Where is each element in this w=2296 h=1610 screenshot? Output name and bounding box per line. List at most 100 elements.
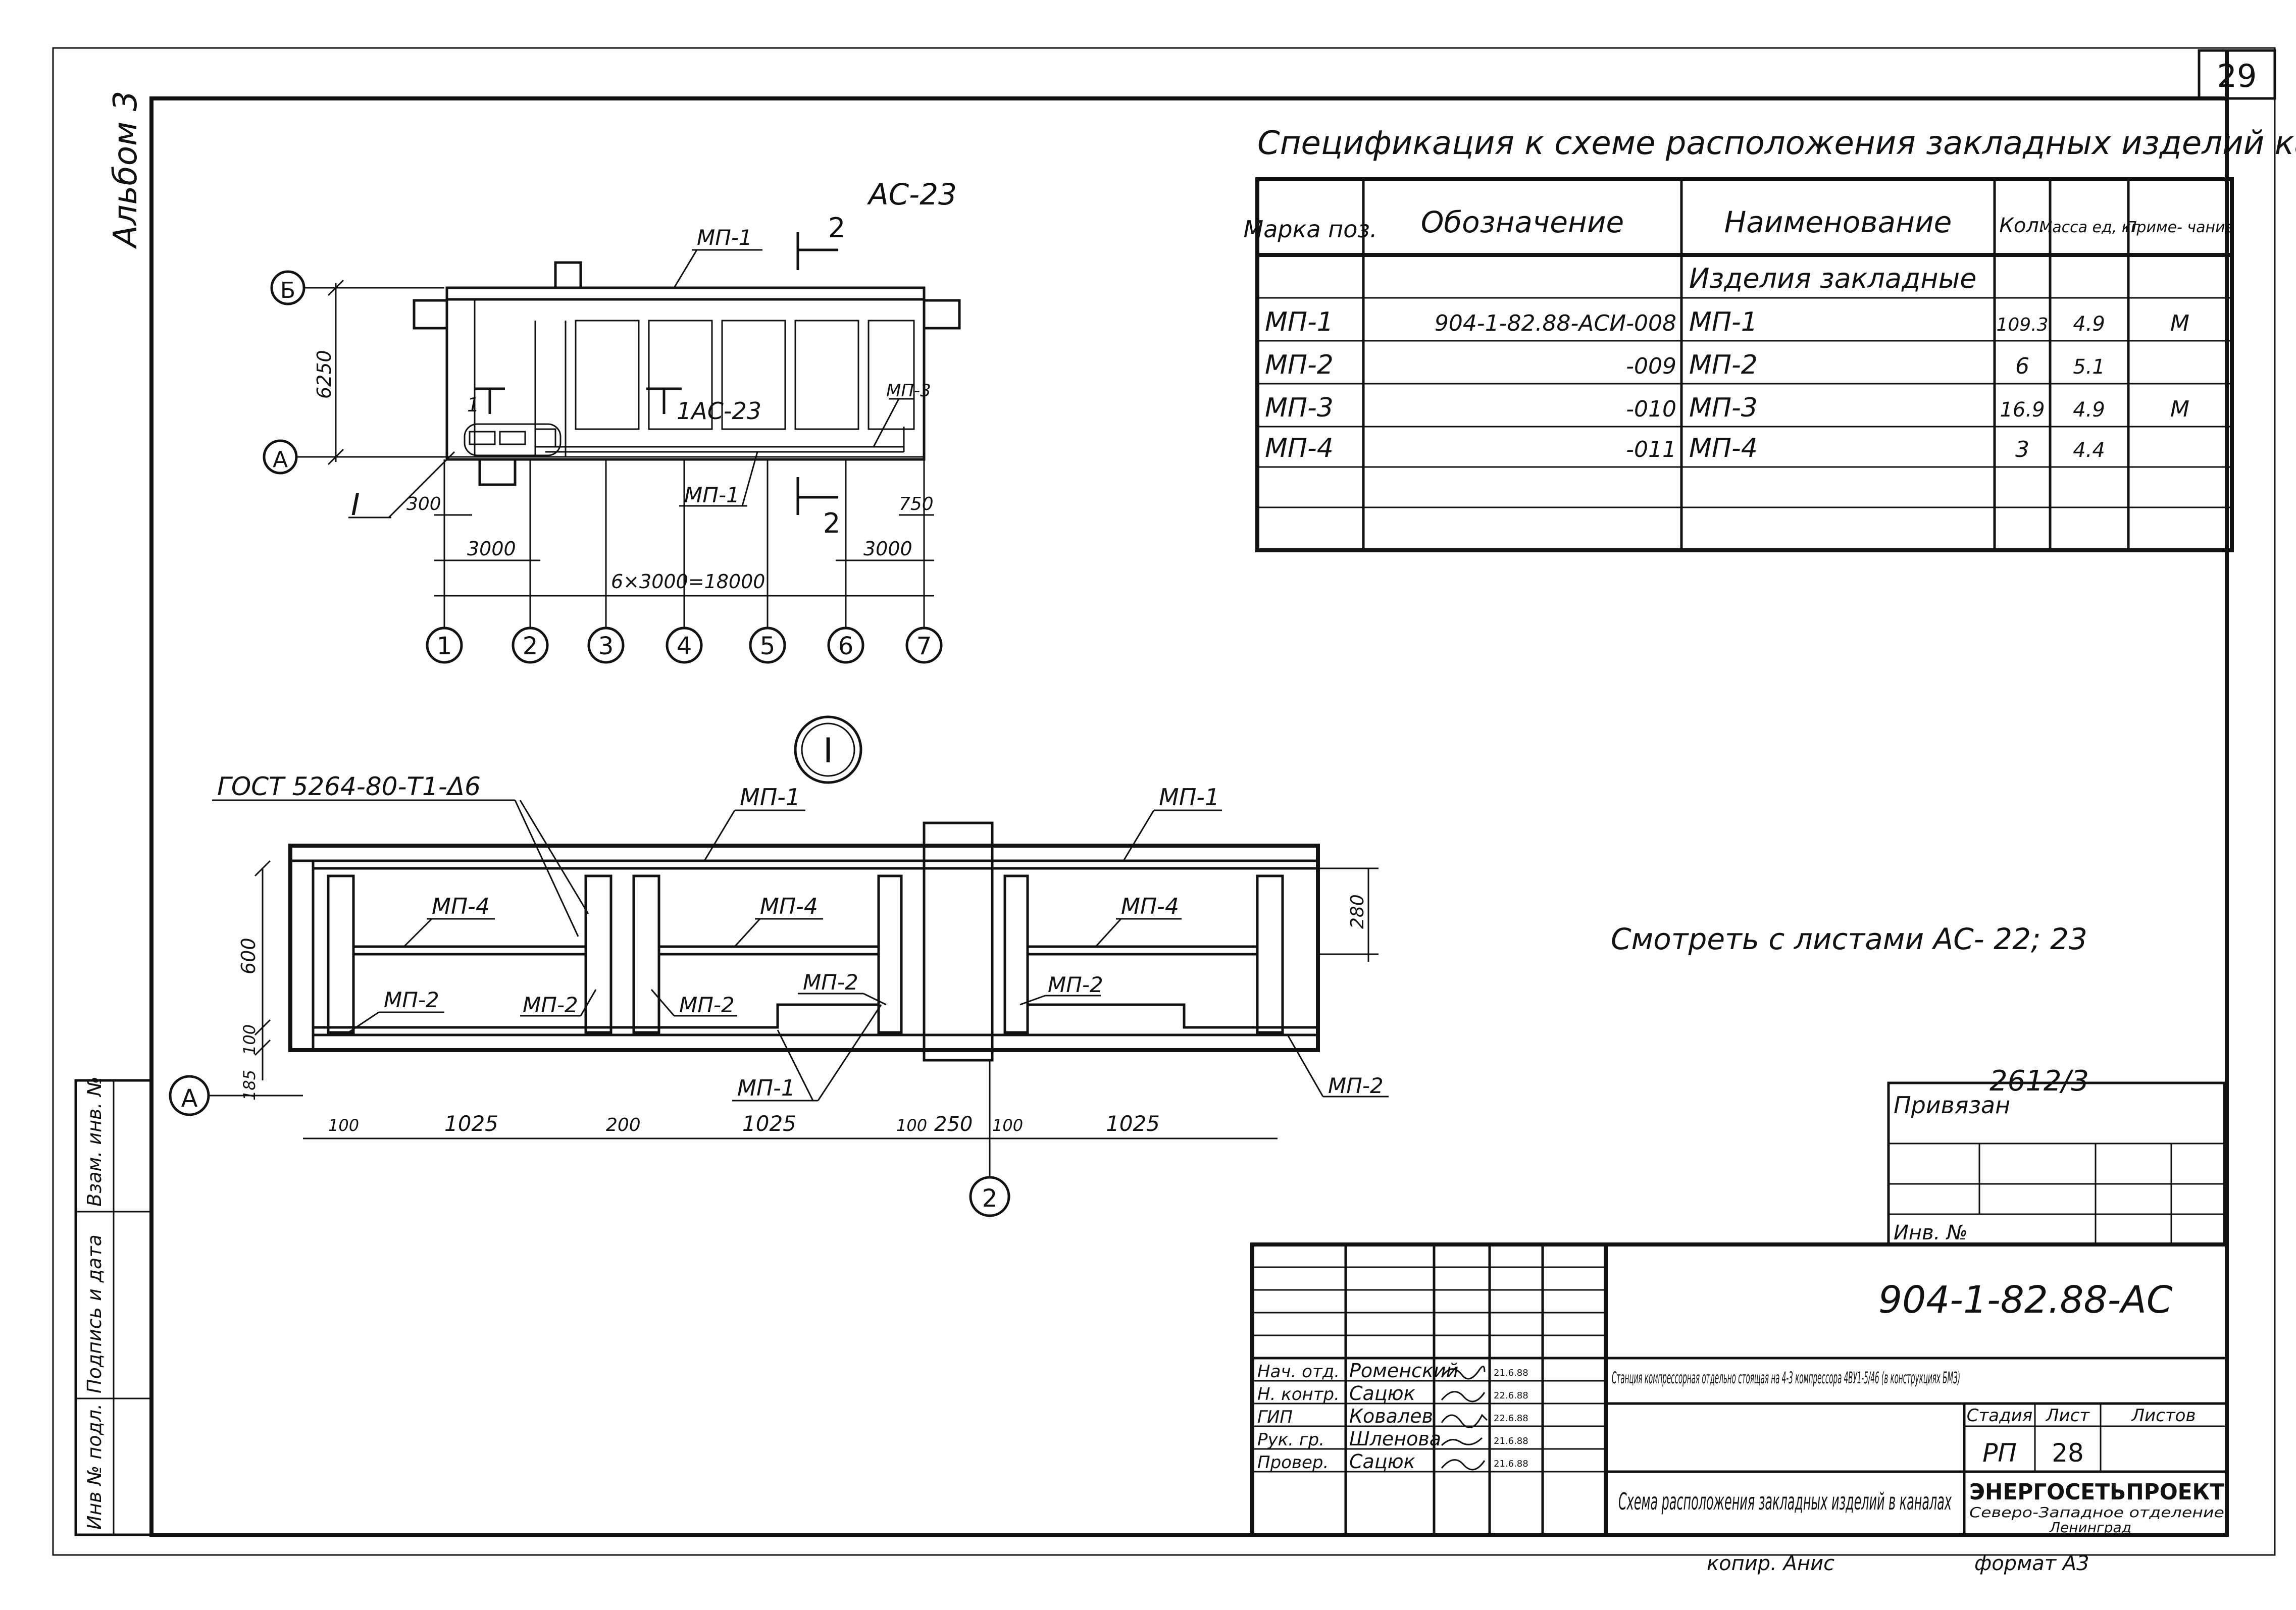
axis-row-a: А bbox=[273, 447, 288, 473]
spec-cell: МП-3 bbox=[1689, 393, 1758, 423]
plan-dim-total: 6×3000=18000 bbox=[611, 570, 765, 593]
footer-format: формат А3 bbox=[1974, 1552, 2089, 1575]
org-name: ЭНЕРГОСЕТЬПРОЕКТ bbox=[1969, 1479, 2224, 1505]
signer-name: Сацюк bbox=[1349, 1382, 1415, 1405]
binding-inv-label: Инв. № bbox=[1894, 1221, 1968, 1244]
signer-name: Ковалев bbox=[1349, 1405, 1433, 1427]
detail-weld-spec: ГОСТ 5264-80-Т1-Δ6 bbox=[217, 772, 481, 801]
spec-cell: М bbox=[2170, 310, 2189, 336]
detail-node-mark: I bbox=[823, 731, 833, 771]
title-block: 904-1-82.88-АС Нач. отд. Роменский 21.6.… bbox=[1250, 1242, 2229, 1537]
detail-label-mp1-right: МП-1 bbox=[1159, 784, 1219, 811]
spec-cell: МП-2 bbox=[1265, 350, 1334, 380]
signer-date: 22.6.88 bbox=[1494, 1413, 1528, 1424]
spec-row: МП-2 -009 МП-2 6 5.1 bbox=[1265, 350, 2105, 380]
plan-section-mark-bottom: 2 bbox=[823, 507, 840, 539]
signature-row: Н. контр. Сацюк 22.6.88 bbox=[1257, 1382, 1528, 1405]
signer-name: Сацюк bbox=[1349, 1450, 1415, 1473]
signer-date: 21.6.88 bbox=[1494, 1368, 1528, 1378]
detail-label-mp2-1: МП-2 bbox=[384, 988, 439, 1012]
axis-col-1: 1 bbox=[437, 632, 452, 660]
detail-label-mp2-2: МП-2 bbox=[523, 993, 578, 1017]
detail-dim-bottom-row: 1025 bbox=[444, 1111, 498, 1136]
signer-role: Нач. отд. bbox=[1257, 1362, 1340, 1382]
plan-section-mark-top: 2 bbox=[828, 212, 845, 244]
axis-col-4: 4 bbox=[677, 632, 692, 660]
spec-section-label: Изделия закладные bbox=[1689, 263, 1976, 294]
signer-role: Провер. bbox=[1257, 1452, 1329, 1473]
spec-header-mark: Марка поз. bbox=[1244, 216, 1377, 243]
doc-code: 904-1-82.88-АС bbox=[1878, 1278, 2173, 1322]
spec-cell: МП-3 bbox=[1265, 393, 1334, 423]
signature-row: Нач. отд. Роменский 21.6.88 bbox=[1257, 1360, 1528, 1382]
spec-row: МП-3 -010 МП-3 16.9 4.9 М bbox=[1265, 393, 2189, 423]
signer-role: Рук. гр. bbox=[1257, 1430, 1324, 1450]
plan-dim-height: 6250 bbox=[313, 350, 335, 399]
detail-label-mp4-1: МП-4 bbox=[432, 894, 490, 919]
spec-cell: МП-4 bbox=[1689, 433, 1758, 463]
detail-dim-small: 100 bbox=[240, 1024, 259, 1055]
reference-note: Смотреть с листами АС- 22; 23 bbox=[1611, 922, 2087, 956]
project-title: Станция компрессорная отдельно стоящая н… bbox=[1612, 1368, 1960, 1387]
spec-cell: 5.1 bbox=[2073, 355, 2105, 379]
signature-row: Рук. гр. Шленова 21.6.88 bbox=[1257, 1428, 1528, 1450]
plan-label-mp1-top: МП-1 bbox=[697, 225, 752, 250]
plan-dim-edge: 750 bbox=[899, 494, 934, 514]
detail-dim-bottom-row: 100 bbox=[992, 1116, 1023, 1135]
spec-row: МП-4 -011 МП-4 3 4.4 bbox=[1265, 433, 2105, 463]
spec-title: Спецификация к схеме расположения заклад… bbox=[1257, 125, 2296, 162]
detail-label-mp2-4: МП-2 bbox=[803, 970, 858, 995]
sheet-number-cell bbox=[2198, 49, 2276, 100]
outer-frame bbox=[52, 47, 2276, 1556]
plan-label-mp1-bottom: МП-1 bbox=[684, 483, 740, 507]
detail-dim-bottom-row: 1025 bbox=[742, 1111, 796, 1136]
detail-node-i: I ГОСТ 5264-80-Т1-Δ6 МП-1 bbox=[169, 715, 1389, 1217]
detail-axis-col: 2 bbox=[982, 1184, 998, 1213]
inner-frame bbox=[149, 96, 2229, 1537]
plan-label-mp3: МП-3 bbox=[886, 381, 931, 401]
specification-table: Спецификация к схеме расположения заклад… bbox=[1244, 125, 2296, 552]
detail-dim-bottom-row: 100 bbox=[896, 1116, 927, 1135]
signer-name: Роменский bbox=[1349, 1360, 1458, 1382]
signer-date: 21.6.88 bbox=[1494, 1459, 1528, 1469]
axis-col-3: 3 bbox=[598, 632, 614, 660]
detail-dim-bottom-row: 1025 bbox=[1106, 1111, 1160, 1136]
detail-dim-bottom-row: 100 bbox=[328, 1116, 359, 1135]
spec-cell: МП-2 bbox=[1689, 350, 1758, 380]
plan-dim-bay-left: 3000 bbox=[467, 538, 516, 560]
sheet-header: Лист bbox=[2045, 1406, 2090, 1426]
sheet-value: 28 bbox=[2052, 1438, 2084, 1468]
spec-cell: -009 bbox=[1626, 353, 1676, 379]
plan-column-axes: 1 2 3 4 5 6 7 bbox=[426, 459, 943, 664]
binding-label: Привязан bbox=[1894, 1092, 2010, 1119]
binding-block: 2612/3 Привязан Инв. № bbox=[1887, 1065, 2226, 1246]
spec-header-designation: Обозначение bbox=[1421, 205, 1624, 239]
spec-cell: -010 bbox=[1626, 396, 1676, 422]
stage-header: Стадия bbox=[1967, 1406, 2032, 1426]
detail-label-mp1-left: МП-1 bbox=[740, 784, 800, 811]
plan-dim-offset: 300 bbox=[406, 494, 441, 514]
signer-name: Шленова bbox=[1349, 1428, 1441, 1450]
binding-code: 2612/3 bbox=[1989, 1065, 2089, 1098]
org-city: Ленинград bbox=[2049, 1519, 2131, 1536]
signer-role: ГИП bbox=[1257, 1407, 1293, 1427]
footer-copied: копир. Анис bbox=[1707, 1552, 1834, 1575]
spec-header-mass: Масса ед, кг bbox=[2039, 219, 2139, 236]
axis-col-7: 7 bbox=[916, 632, 932, 660]
plan-ref: АС-23 bbox=[866, 177, 957, 212]
signature-row: Провер. Сацюк 21.6.88 bbox=[1257, 1450, 1528, 1473]
axis-col-2: 2 bbox=[523, 632, 538, 660]
album-label: Альбом 3 bbox=[107, 91, 144, 249]
spec-cell: МП-1 bbox=[1689, 307, 1758, 337]
signature-row: ГИП Ковалев 22.6.88 bbox=[1257, 1405, 1528, 1427]
spec-header-qty: Кол. bbox=[1999, 214, 2045, 237]
signer-date: 22.6.88 bbox=[1494, 1390, 1528, 1401]
detail-dim-bottom-row: 250 bbox=[934, 1113, 973, 1136]
plan-section-1: 1 bbox=[467, 394, 479, 416]
signature-marks bbox=[1441, 1366, 1488, 1471]
signer-role: Н. контр. bbox=[1257, 1384, 1340, 1405]
detail-label-mp4-2: МП-4 bbox=[760, 894, 818, 919]
spec-header-note: Приме- чание bbox=[2125, 219, 2234, 236]
detail-dim-bottom-row: 200 bbox=[606, 1115, 641, 1135]
